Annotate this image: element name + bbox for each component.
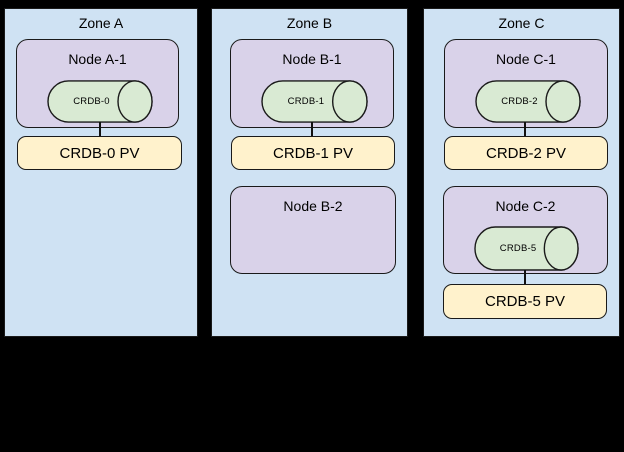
- crdb-2-pv-label: CRDB-2 PV: [485, 144, 567, 162]
- crdb-0-label: CRDB-0: [73, 96, 110, 107]
- crdb-1-pod: CRDB-1: [261, 80, 368, 123]
- connector-crdb2-to-pv: [524, 122, 526, 138]
- crdb-5-label: CRDB-5: [499, 243, 537, 254]
- node-c2: Node C-2 CRDB-5: [443, 186, 608, 274]
- database-cylinder-icon: [261, 80, 368, 123]
- node-c1-title: Node C-1: [496, 51, 556, 67]
- connector-crdb0-to-pv: [99, 122, 101, 138]
- crdb-2-pod: CRDB-2: [475, 80, 581, 123]
- node-b2-title: Node B-2: [283, 198, 343, 214]
- crdb-2-pv-box: CRDB-2 PV: [444, 136, 608, 170]
- connector-crdb1-to-pv: [311, 122, 313, 138]
- crdb-5-pv-box: CRDB-5 PV: [443, 284, 607, 319]
- crdb-1-pv-label: CRDB-1 PV: [272, 144, 354, 162]
- crdb-0-pod: CRDB-0: [47, 80, 153, 123]
- database-cylinder-icon: [475, 80, 581, 123]
- connector-crdb5-to-pv: [524, 270, 526, 285]
- zone-a: Zone A Node A-1 CRDB-0 CRDB-0 PV: [4, 8, 198, 337]
- node-a1: Node A-1 CRDB-0: [16, 39, 179, 128]
- crdb-1-label: CRDB-1: [287, 96, 325, 107]
- node-b1-title: Node B-1: [282, 51, 342, 67]
- zone-b: Zone B Node B-1 CRDB-1 CRDB-1 PV Node B-…: [211, 8, 408, 337]
- node-c2-title: Node C-2: [495, 198, 556, 214]
- crdb-2-label: CRDB-2: [501, 96, 538, 107]
- database-cylinder-icon: [474, 226, 579, 271]
- zone-a-title: Zone A: [78, 15, 124, 31]
- zone-c-title: Zone C: [498, 15, 545, 31]
- node-b2: Node B-2: [230, 186, 396, 274]
- zone-c: Zone C Node C-1 CRDB-2 CRDB-2 PV Node C-…: [423, 8, 620, 337]
- zone-b-title: Zone B: [286, 15, 333, 31]
- crdb-5-pod: CRDB-5: [474, 226, 579, 271]
- crdb-0-pv-box: CRDB-0 PV: [17, 136, 182, 170]
- node-a1-title: Node A-1: [68, 51, 127, 67]
- database-cylinder-icon: [47, 80, 153, 123]
- node-c1: Node C-1 CRDB-2: [444, 39, 608, 128]
- crdb-0-pv-label: CRDB-0 PV: [59, 144, 140, 162]
- crdb-1-pv-box: CRDB-1 PV: [231, 136, 395, 170]
- crdb-5-pv-label: CRDB-5 PV: [484, 293, 566, 310]
- node-b1: Node B-1 CRDB-1: [230, 39, 394, 128]
